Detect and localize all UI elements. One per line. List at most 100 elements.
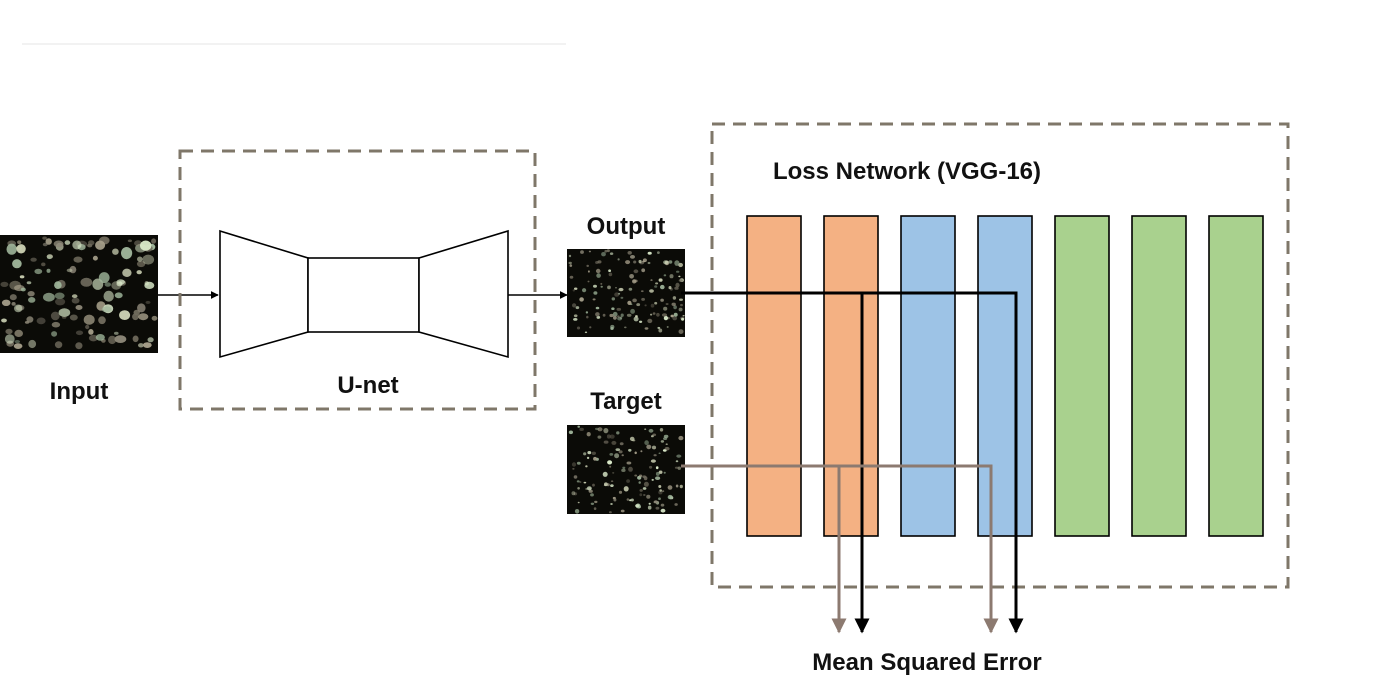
cell-speck xyxy=(620,313,624,317)
cell-speck xyxy=(137,303,146,313)
cell-speck xyxy=(71,294,78,299)
cell-speck xyxy=(586,315,589,319)
cell-speck xyxy=(627,251,632,255)
cell-speck xyxy=(648,502,651,505)
cell-speck xyxy=(609,434,615,439)
cell-speck xyxy=(142,254,155,265)
cell-speck xyxy=(623,486,629,492)
cell-speck xyxy=(582,288,587,293)
cell-speck xyxy=(657,251,660,255)
cell-speck xyxy=(47,256,52,260)
cell-speck xyxy=(145,300,151,304)
cell-speck xyxy=(1,318,7,323)
cell-speck xyxy=(633,269,639,274)
input-image xyxy=(0,235,158,353)
cell-speck xyxy=(51,321,61,328)
cell-speck xyxy=(611,297,615,301)
cell-speck xyxy=(618,490,623,494)
cell-speck xyxy=(650,459,656,463)
cell-speck xyxy=(617,258,620,261)
cell-speck xyxy=(577,487,580,490)
cell-speck xyxy=(659,489,662,492)
cell-speck xyxy=(615,287,617,289)
cell-speck xyxy=(593,456,597,461)
cell-speck xyxy=(646,494,651,499)
cell-speck xyxy=(663,306,668,311)
cell-speck xyxy=(653,447,656,450)
cell-speck xyxy=(644,428,647,430)
cell-speck xyxy=(617,315,620,318)
vgg-layers xyxy=(746,215,1264,537)
cell-speck xyxy=(603,440,609,444)
cell-speck xyxy=(675,484,679,488)
cell-speck xyxy=(647,505,652,510)
cell-speck xyxy=(53,240,64,248)
cell-speck xyxy=(640,450,643,453)
cell-speck xyxy=(45,238,52,245)
cell-speck xyxy=(663,471,666,474)
cell-speck xyxy=(587,270,590,273)
cell-speck xyxy=(602,471,608,477)
cell-speck xyxy=(580,250,584,254)
cell-speck xyxy=(151,315,158,321)
cell-speck xyxy=(609,313,614,318)
cell-speck xyxy=(666,326,669,328)
cell-speck xyxy=(610,484,614,487)
cell-speck xyxy=(658,328,663,333)
cell-speck xyxy=(54,292,65,300)
cell-speck xyxy=(111,281,122,290)
cell-speck xyxy=(6,243,17,255)
cell-speck xyxy=(678,307,683,312)
cell-speck xyxy=(660,440,665,443)
target-feature-path xyxy=(681,464,999,634)
cell-speck xyxy=(20,287,26,292)
cell-speck xyxy=(607,460,613,465)
cell-speck xyxy=(655,471,660,476)
cell-speck xyxy=(595,312,600,317)
cell-speck xyxy=(644,440,649,446)
cell-speck xyxy=(569,264,573,267)
cell-speck xyxy=(632,298,637,303)
cell-speck xyxy=(636,303,641,307)
cell-speck xyxy=(624,326,627,329)
cell-speck xyxy=(140,240,152,251)
cell-speck xyxy=(663,274,667,277)
cell-speck xyxy=(61,316,67,319)
cell-speck xyxy=(664,446,670,451)
cell-speck xyxy=(583,481,587,484)
cell-speck xyxy=(675,282,680,288)
cell-speck xyxy=(609,511,612,514)
cell-speck xyxy=(574,287,578,290)
cell-speck xyxy=(9,280,21,290)
cell-speck xyxy=(87,243,93,248)
cell-speck xyxy=(678,329,684,334)
cell-speck xyxy=(69,314,78,321)
cell-speck xyxy=(630,498,634,502)
cell-speck xyxy=(658,452,661,454)
cell-speck xyxy=(617,316,622,321)
cell-speck xyxy=(602,313,606,317)
cell-speck xyxy=(151,238,157,244)
cell-speck xyxy=(659,428,664,432)
cell-speck xyxy=(606,434,611,439)
cell-speck xyxy=(629,274,634,279)
cell-speck xyxy=(655,466,659,470)
cell-speck xyxy=(54,341,63,349)
cell-speck xyxy=(586,264,589,267)
cell-speck xyxy=(610,327,614,330)
cell-speck xyxy=(586,486,592,491)
cell-speck xyxy=(591,451,596,455)
cell-speck xyxy=(630,255,635,259)
cell-speck xyxy=(573,492,578,496)
cell-speck xyxy=(641,268,646,273)
cell-speck xyxy=(618,287,624,292)
cell-speck xyxy=(678,279,683,282)
cell-speck xyxy=(588,250,592,253)
target-label: Target xyxy=(590,388,662,415)
cell-speck xyxy=(42,242,48,247)
cell-speck xyxy=(28,297,36,303)
cell-speck xyxy=(26,281,32,285)
cell-speck xyxy=(26,316,34,323)
cell-speck xyxy=(584,331,588,334)
cell-speck xyxy=(646,444,652,450)
